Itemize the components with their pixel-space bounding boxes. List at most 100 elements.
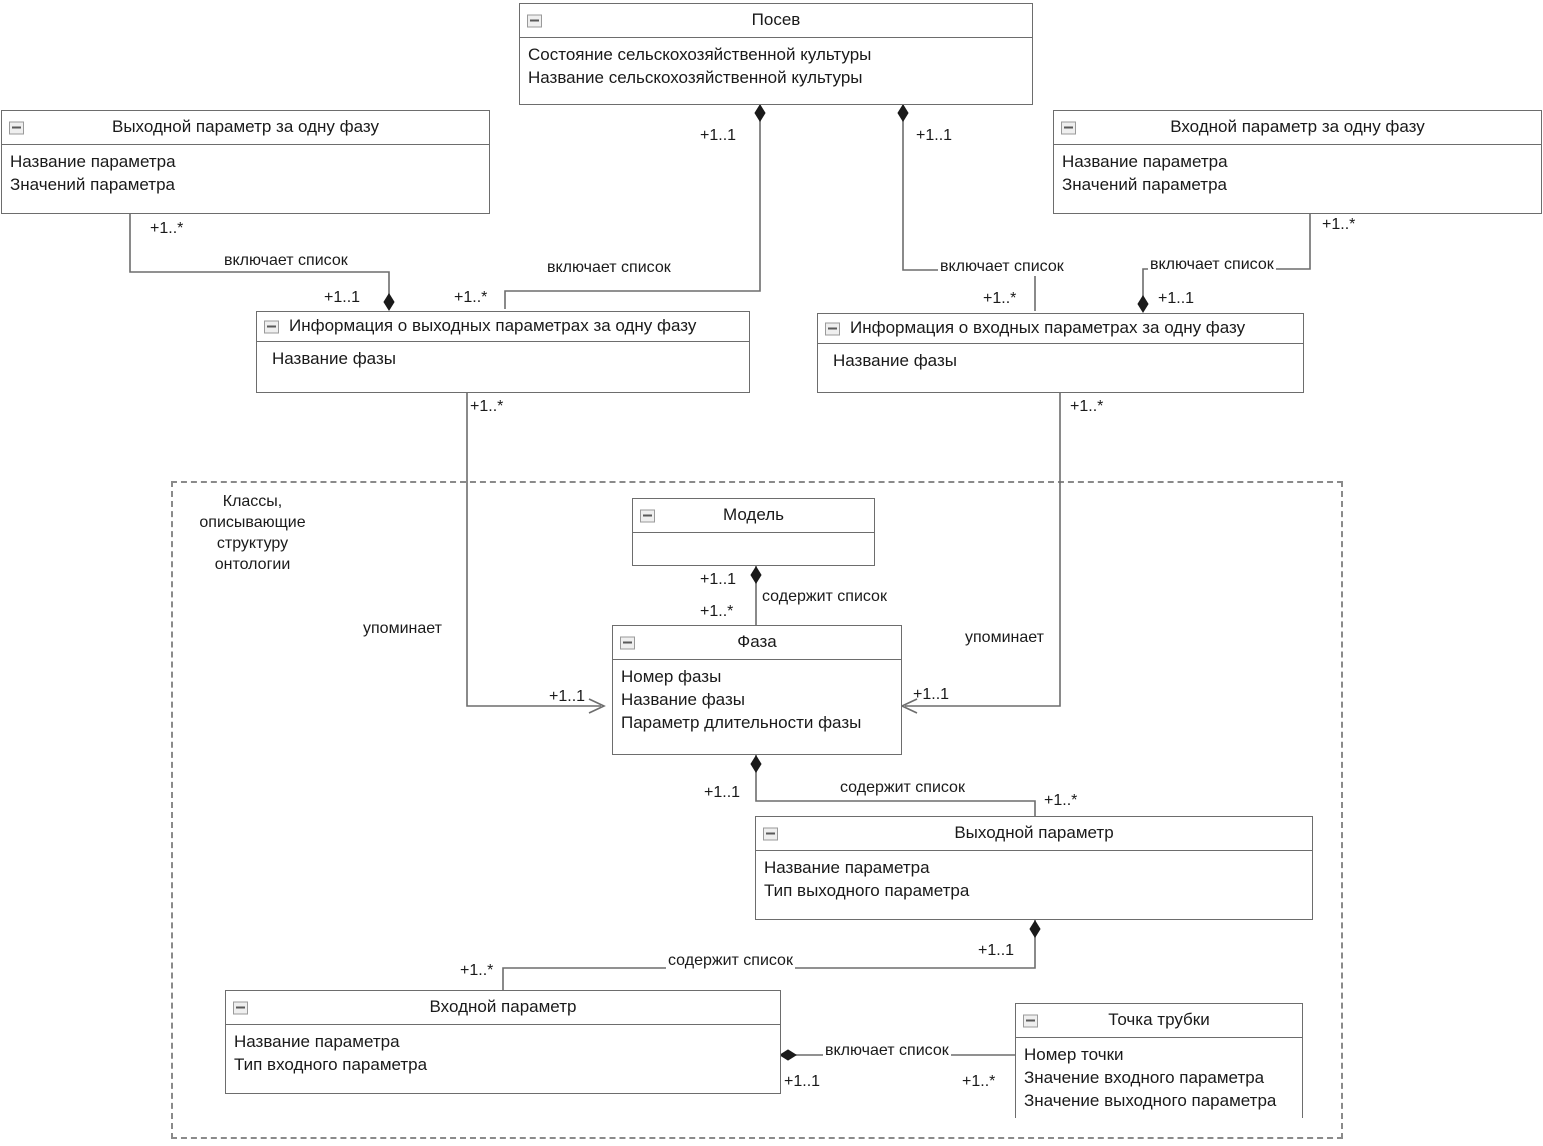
- diamond-posev-input-info: [897, 104, 909, 122]
- multiplicity-phase-right: +1..1: [913, 686, 950, 703]
- class-phase-title: Фаза: [737, 632, 777, 651]
- multiplicity-input-phase-end: +1..*: [1322, 216, 1356, 233]
- collapse-minus-icon[interactable]: [1061, 121, 1076, 134]
- arrow-input-info-phase: [900, 698, 918, 714]
- class-input-parameter-header: Входной параметр: [226, 991, 780, 1025]
- multiplicity-model-end: +1..1: [700, 571, 737, 588]
- association-label-contains-list-2: содержит список: [838, 779, 967, 797]
- multiplicity-output-param-up: +1..*: [1044, 792, 1078, 809]
- multiplicity-tube-point-left: +1..*: [962, 1073, 996, 1090]
- class-model[interactable]: Модель: [632, 498, 875, 566]
- collapse-minus-icon[interactable]: [527, 14, 542, 27]
- diamond-output-info-a3: [383, 293, 395, 311]
- association-label-includes-list-5: включает список: [823, 1042, 951, 1060]
- class-input-parameters-info-title: Информация о входных параметрах за одну …: [850, 318, 1246, 337]
- diamond-model-phase: [750, 566, 762, 584]
- class-model-attributes: [633, 533, 874, 564]
- class-output-parameters-info-per-phase[interactable]: Информация о выходных параметрах за одну…: [256, 311, 750, 393]
- group-label-line-2: описывающие: [199, 514, 306, 532]
- collapse-minus-icon[interactable]: [9, 121, 24, 134]
- class-phase-attributes: Номер фазы Название фазы Параметр длител…: [613, 660, 901, 741]
- class-attribute: Значений параметра: [1062, 174, 1227, 194]
- class-input-parameters-info-per-phase[interactable]: Информация о входных параметрах за одну …: [817, 313, 1304, 393]
- diamond-input-info-a4: [1137, 295, 1149, 313]
- class-posev-attributes: Состояние сельскохозяйственной культуры …: [520, 38, 1032, 96]
- connector-outputphase-output-info: [129, 214, 390, 309]
- collapse-minus-icon[interactable]: [264, 320, 279, 333]
- class-output-parameter-per-phase-title: Выходной параметр за одну фазу: [112, 117, 379, 136]
- group-frame-label: Классы, описывающие структуру онтологии: [185, 491, 320, 575]
- multiplicity-output-info-down: +1..*: [470, 398, 504, 415]
- class-output-parameter-per-phase-header: Выходной параметр за одну фазу: [2, 111, 489, 145]
- group-label-line-3: структуру: [216, 535, 289, 553]
- multiplicity-input-info-down: +1..*: [1070, 398, 1104, 415]
- class-input-parameter-per-phase-header: Входной параметр за одну фазу: [1054, 111, 1541, 145]
- class-input-parameters-info-header: Информация о входных параметрах за одну …: [818, 314, 1303, 344]
- class-attribute: Значение выходного параметра: [1024, 1090, 1277, 1110]
- class-posev-header: Посев: [520, 4, 1032, 38]
- ontology-structure-group-frame: [171, 481, 1343, 1139]
- multiplicity-phase-down: +1..1: [704, 784, 741, 801]
- association-label-mentions-right: упоминает: [963, 629, 1046, 647]
- class-phase[interactable]: Фаза Номер фазы Название фазы Параметр д…: [612, 625, 902, 755]
- multiplicity-output-param-down: +1..1: [978, 942, 1015, 959]
- class-model-header: Модель: [633, 499, 874, 533]
- connector-output-info-phase: [466, 393, 601, 707]
- class-output-parameter-header: Выходной параметр: [756, 817, 1312, 851]
- class-output-parameters-info-title: Информация о выходных параметрах за одну…: [289, 316, 697, 335]
- collapse-minus-icon[interactable]: [825, 322, 840, 335]
- class-input-parameter-per-phase[interactable]: Входной параметр за одну фазу Название п…: [1053, 110, 1542, 214]
- diamond-tubepoint-input-param: [779, 1049, 797, 1061]
- collapse-minus-icon[interactable]: [620, 636, 635, 649]
- class-model-title: Модель: [722, 505, 785, 524]
- group-label-line-1: Классы,: [222, 493, 283, 510]
- class-output-parameters-info-header: Информация о выходных параметрах за одну…: [257, 312, 749, 342]
- class-attribute: Название параметра: [234, 1032, 400, 1051]
- group-label-line-4: онтологии: [214, 556, 291, 574]
- diamond-phase-output-param: [750, 755, 762, 773]
- class-output-parameter[interactable]: Выходной параметр Название параметра Тип…: [755, 816, 1313, 920]
- class-attribute: Название фазы: [272, 349, 396, 368]
- class-attribute: Номер фазы: [621, 667, 722, 686]
- class-output-parameter-per-phase[interactable]: Выходной параметр за одну фазу Название …: [1, 110, 490, 214]
- class-tube-point-attributes: Номер точки Значение входного параметра …: [1016, 1038, 1302, 1119]
- association-label-contains-list-3: содержит список: [666, 952, 795, 970]
- association-label-includes-list-1: включает список: [222, 252, 350, 270]
- association-label-includes-list-3: включает список: [938, 258, 1066, 276]
- class-attribute: Тип входного параметра: [234, 1054, 428, 1074]
- diamond-posev-output-info: [754, 104, 766, 122]
- class-attribute: Номер точки: [1024, 1045, 1124, 1064]
- class-posev[interactable]: Посев Состояние сельскохозяйственной кул…: [519, 3, 1033, 105]
- class-output-parameter-per-phase-attributes: Название параметра Значений параметра: [2, 145, 489, 203]
- class-attribute: Тип выходного параметра: [764, 880, 970, 900]
- multiplicity-phase-left: +1..1: [549, 688, 586, 705]
- class-attribute: Состояние сельскохозяйственной культуры: [528, 45, 872, 64]
- class-input-parameter-attributes: Название параметра Тип входного параметр…: [226, 1025, 780, 1083]
- class-input-parameter[interactable]: Входной параметр Название параметра Тип …: [225, 990, 781, 1094]
- class-attribute: Параметр длительности фазы: [621, 712, 862, 732]
- class-attribute: Название фазы: [833, 351, 957, 370]
- association-label-contains-list-1: содержит список: [760, 588, 889, 606]
- multiplicity-output-info-left: +1..1: [324, 289, 361, 306]
- class-tube-point[interactable]: Точка трубки Номер точки Значение входно…: [1015, 1003, 1303, 1119]
- collapse-minus-icon[interactable]: [763, 827, 778, 840]
- arrow-output-info-phase: [588, 698, 606, 714]
- class-output-parameter-title: Выходной параметр: [954, 823, 1114, 842]
- multiplicity-input-param-up: +1..*: [460, 962, 494, 979]
- multiplicity-posev-output: +1..1: [700, 127, 737, 144]
- association-label-includes-list-2: включает список: [545, 259, 673, 277]
- diamond-output-param-input-param: [1029, 920, 1041, 938]
- class-input-parameter-per-phase-attributes: Название параметра Значений параметра: [1054, 145, 1541, 203]
- class-output-parameter-attributes: Название параметра Тип выходного парамет…: [756, 851, 1312, 909]
- class-attribute: Название параметра: [764, 858, 930, 877]
- association-label-mentions-left: упоминает: [361, 620, 444, 638]
- class-posev-title: Посев: [751, 10, 801, 29]
- collapse-minus-icon[interactable]: [233, 1001, 248, 1014]
- multiplicity-output-info-right: +1..*: [454, 289, 488, 306]
- collapse-minus-icon[interactable]: [640, 509, 655, 522]
- class-attribute: Значение входного параметра: [1024, 1067, 1265, 1087]
- connector-posev-output-info: [504, 105, 761, 309]
- connector-phase-output-param: [755, 755, 1036, 816]
- collapse-minus-icon[interactable]: [1023, 1014, 1038, 1027]
